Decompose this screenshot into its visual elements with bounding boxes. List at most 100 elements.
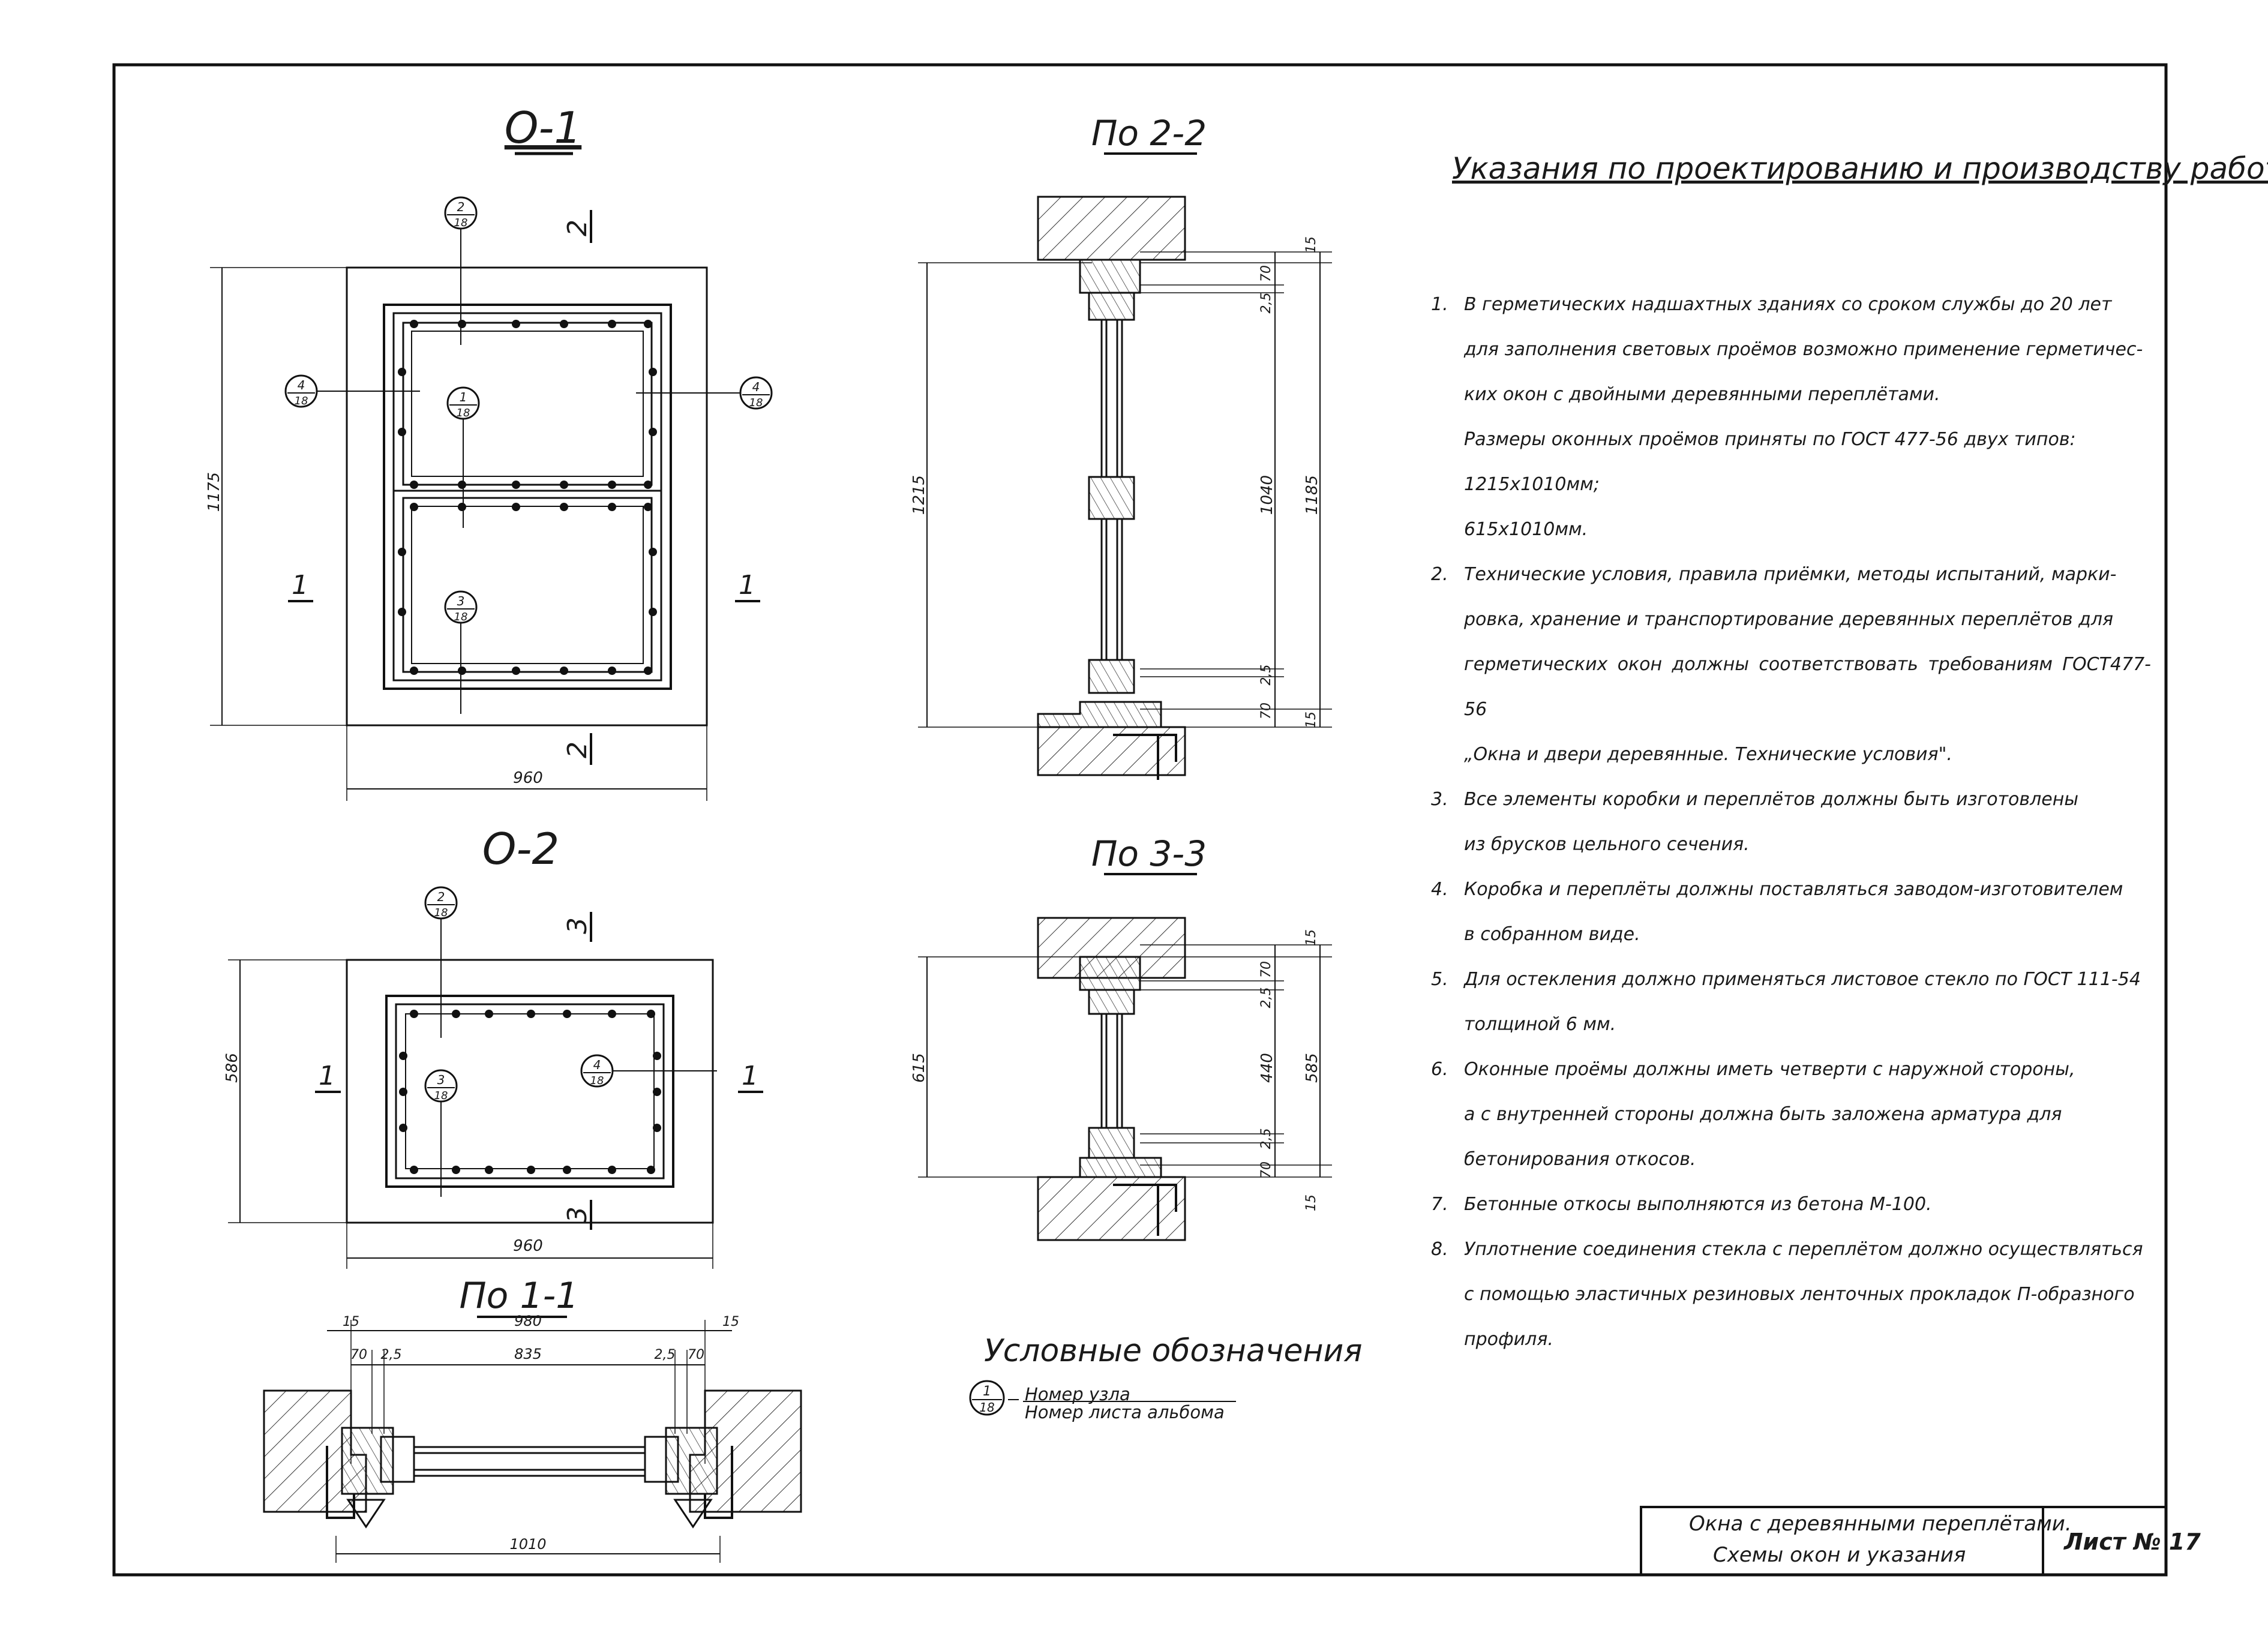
section-1-1: По 1-1 980 15 15 835 70 2,5 2,5 70 (263, 1275, 802, 1563)
svg-text:615: 615 (910, 1053, 928, 1083)
callout-o2-node-2: 2 18 (424, 886, 458, 1038)
svg-text:4: 4 (752, 380, 760, 394)
note-item: 2. Технические условия, правила приёмки, … (1431, 552, 2151, 777)
note-line: а с внутренней стороны должна быть залож… (1464, 1104, 2062, 1125)
svg-text:835: 835 (514, 1346, 542, 1362)
note-number: 4. (1431, 879, 1448, 900)
stamp-title-line1: Окна с деревянными переплётами. (1689, 1512, 2072, 1536)
svg-text:1185: 1185 (1303, 475, 1321, 515)
note-line: для заполнения световых проёмов возможно… (1464, 339, 2143, 360)
legend-symbol: 1 18 (969, 1380, 1236, 1416)
note-line: ких окон с двойными деревянными переплёт… (1464, 384, 1940, 405)
svg-text:1: 1 (983, 1384, 991, 1399)
note-line: Коробка и переплёты должны поставляться … (1464, 879, 2123, 900)
stamp-sheet-number: Лист № 17 (2064, 1529, 2201, 1555)
svg-text:О-2: О-2 (482, 824, 559, 874)
section-2-2: По 2-2 1215 10 (910, 113, 1332, 780)
note-line: герметических окон должны соответствоват… (1464, 654, 2151, 720)
svg-text:3: 3 (562, 1206, 593, 1223)
svg-text:15: 15 (722, 1314, 739, 1329)
svg-text:1: 1 (739, 570, 755, 601)
callout-o2-node-4: 4 18 (580, 1054, 717, 1088)
svg-text:15: 15 (1304, 712, 1319, 728)
callout-node-3: 3 18 (444, 590, 478, 714)
note-line: В герметических надшахтных зданиях со ср… (1464, 294, 2112, 315)
svg-text:2,5: 2,5 (655, 1347, 676, 1362)
svg-text:18: 18 (457, 407, 470, 419)
svg-text:2,5: 2,5 (1259, 293, 1274, 314)
svg-text:1175: 1175 (205, 472, 223, 512)
note-line: Бетонные откосы выполняются из бетона М-… (1464, 1194, 1932, 1215)
note-line: с помощью эластичных резиновых ленточных… (1464, 1284, 2135, 1305)
note-line: Технические условия, правила приёмки, ме… (1464, 564, 2117, 585)
svg-text:1: 1 (319, 1061, 335, 1091)
svg-text:1215: 1215 (910, 475, 928, 515)
svg-text:2,5: 2,5 (1259, 665, 1274, 686)
svg-text:586: 586 (223, 1053, 241, 1083)
svg-text:1040: 1040 (1258, 475, 1276, 515)
svg-text:По 2-2: По 2-2 (1091, 113, 1207, 154)
legend-title: Условные обозначения (984, 1333, 1363, 1369)
svg-text:440: 440 (1258, 1053, 1276, 1083)
callout-node-1: 1 18 (446, 386, 480, 528)
legend-node-number: Номер узла (1025, 1384, 1130, 1404)
note-number: 5. (1431, 969, 1448, 990)
note-number: 7. (1431, 1194, 1448, 1215)
svg-text:1010: 1010 (509, 1536, 546, 1553)
stamp-title-line2: Схемы окон и указания (1713, 1543, 1966, 1567)
note-item: 8. Уплотнение соединения стекла с переплё… (1431, 1227, 2151, 1362)
note-line: Уплотнение соединения стекла с переплёто… (1464, 1239, 2143, 1260)
note-line: ровка, хранение и транспортирование дере… (1464, 609, 2114, 630)
view-o1: О-1 2 18 (205, 103, 773, 801)
svg-text:1: 1 (460, 390, 467, 404)
note-number: 8. (1431, 1239, 1448, 1260)
svg-text:4: 4 (298, 378, 305, 392)
svg-text:70: 70 (1259, 961, 1274, 978)
svg-text:18: 18 (434, 906, 448, 919)
svg-text:18: 18 (979, 1400, 994, 1415)
svg-text:4: 4 (593, 1058, 601, 1072)
svg-text:70: 70 (688, 1347, 704, 1362)
callout-node-4-right: 4 18 (636, 376, 773, 410)
notes-list: 1. В герметических надшахтных зданиях со … (1431, 282, 2151, 1362)
note-line: бетонирования откосов. (1464, 1149, 1696, 1170)
note-number: 6. (1431, 1059, 1448, 1080)
svg-text:585: 585 (1303, 1053, 1321, 1083)
note-number: 3. (1431, 789, 1448, 810)
note-line: Для остекления должно применяться листов… (1464, 969, 2141, 990)
svg-text:960: 960 (513, 1237, 543, 1255)
svg-text:2: 2 (437, 890, 445, 904)
svg-text:2,5: 2,5 (1259, 1128, 1274, 1149)
note-item: 3.Все элементы коробки и переплётов долж… (1431, 777, 2151, 867)
svg-text:1: 1 (742, 1061, 758, 1091)
note-line: Размеры оконных проёмов приняты по ГОСТ … (1464, 429, 2076, 450)
note-line: толщиной 6 мм. (1464, 1014, 1616, 1035)
note-item: 6.Оконные проёмы должны иметь четверти с… (1431, 1047, 2151, 1182)
svg-text:1: 1 (292, 570, 308, 601)
svg-text:3: 3 (437, 1073, 445, 1087)
note-number: 1. (1431, 294, 1448, 315)
svg-text:960: 960 (513, 769, 543, 787)
svg-text:18: 18 (434, 1089, 448, 1102)
svg-text:18: 18 (454, 611, 468, 623)
svg-text:15: 15 (1304, 236, 1319, 253)
svg-text:По 3-3: По 3-3 (1091, 833, 1207, 874)
callout-node-2: 2 18 (444, 196, 478, 345)
note-line: из брусков цельного сечения. (1464, 834, 1750, 855)
svg-text:15: 15 (1304, 1194, 1319, 1211)
note-line: 1215х1010мм; (1464, 474, 1600, 495)
svg-text:15: 15 (1304, 929, 1319, 946)
note-number: 2. (1431, 564, 1448, 585)
note-item: 5. Для остекления должно применяться лист… (1431, 957, 2151, 1047)
svg-text:18: 18 (749, 397, 763, 409)
note-item: 4. Коробка и переплёты должны поставлятьс… (1431, 867, 2151, 957)
svg-text:3: 3 (562, 917, 593, 934)
svg-text:3: 3 (457, 594, 465, 608)
svg-text:2: 2 (562, 742, 593, 758)
note-line: профиля. (1464, 1329, 1553, 1350)
note-line: „Окна и двери деревянные. Технические ус… (1464, 744, 1952, 765)
notes-title: Указания по проектированию и производств… (1452, 151, 2268, 186)
svg-text:70: 70 (350, 1347, 367, 1362)
svg-text:По 1-1: По 1-1 (460, 1275, 579, 1317)
